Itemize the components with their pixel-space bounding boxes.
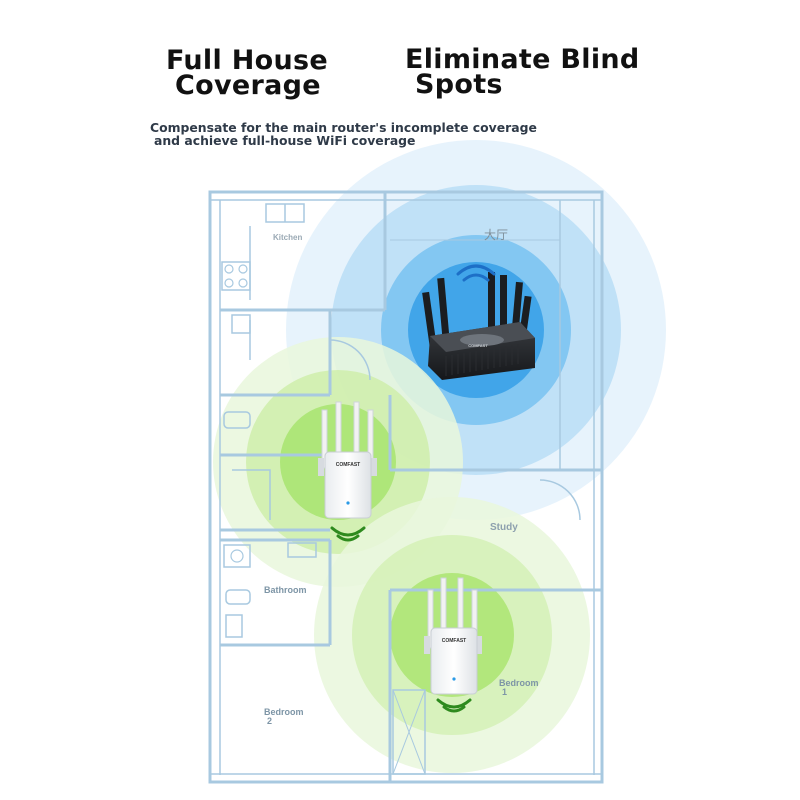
room-label-living-room: 大厅 xyxy=(484,228,509,242)
subtitle-line-2: and achieve full-house WiFi coverage xyxy=(154,133,416,148)
floor-plan-walls xyxy=(208,190,604,784)
svg-text:COMFAST: COMFAST xyxy=(442,638,466,644)
room-label-bedroom-1-number: 1 xyxy=(502,687,508,697)
room-label-bedroom-1: Bedroom 1 xyxy=(499,679,539,697)
wifi-signal-icon-extender-2 xyxy=(436,698,472,713)
router-brand-label: COMFAST xyxy=(468,343,488,348)
main-router xyxy=(422,272,535,380)
coverage-heading-line-2: Coverage xyxy=(175,70,321,101)
coverage-heading-line-1: Full House xyxy=(166,45,328,76)
blind-spots-heading-line-2: Spots xyxy=(415,69,503,100)
subtitle: Compensate for the main router's incompl… xyxy=(150,121,537,147)
room-label-study: Study xyxy=(490,522,518,533)
wifi-signal-icon xyxy=(456,264,496,282)
room-label-bedroom-2-number: 2 xyxy=(267,716,273,726)
wifi-signal-icon-extender-1 xyxy=(330,526,366,542)
blind-spots-heading: Eliminate Blind Spots xyxy=(405,44,640,100)
svg-text:COMFAST: COMFAST xyxy=(336,462,360,468)
room-label-bedroom-2: Bedroom 2 xyxy=(264,708,304,726)
room-label-kitchen: Kitchen xyxy=(273,233,303,242)
room-label-bedroom-2-text: Bedroom xyxy=(264,707,304,717)
coverage-heading: Full House Coverage xyxy=(166,45,328,101)
subtitle-line-1: Compensate for the main router's incompl… xyxy=(150,120,537,135)
wifi-extender-2: COMFAST xyxy=(424,577,482,695)
blind-spots-heading-line-1: Eliminate Blind xyxy=(405,44,640,75)
wifi-extender-1: COMFAST xyxy=(318,401,377,519)
room-label-bedroom-1-text: Bedroom xyxy=(499,678,539,688)
room-label-bathroom: Bathroom xyxy=(264,585,307,595)
